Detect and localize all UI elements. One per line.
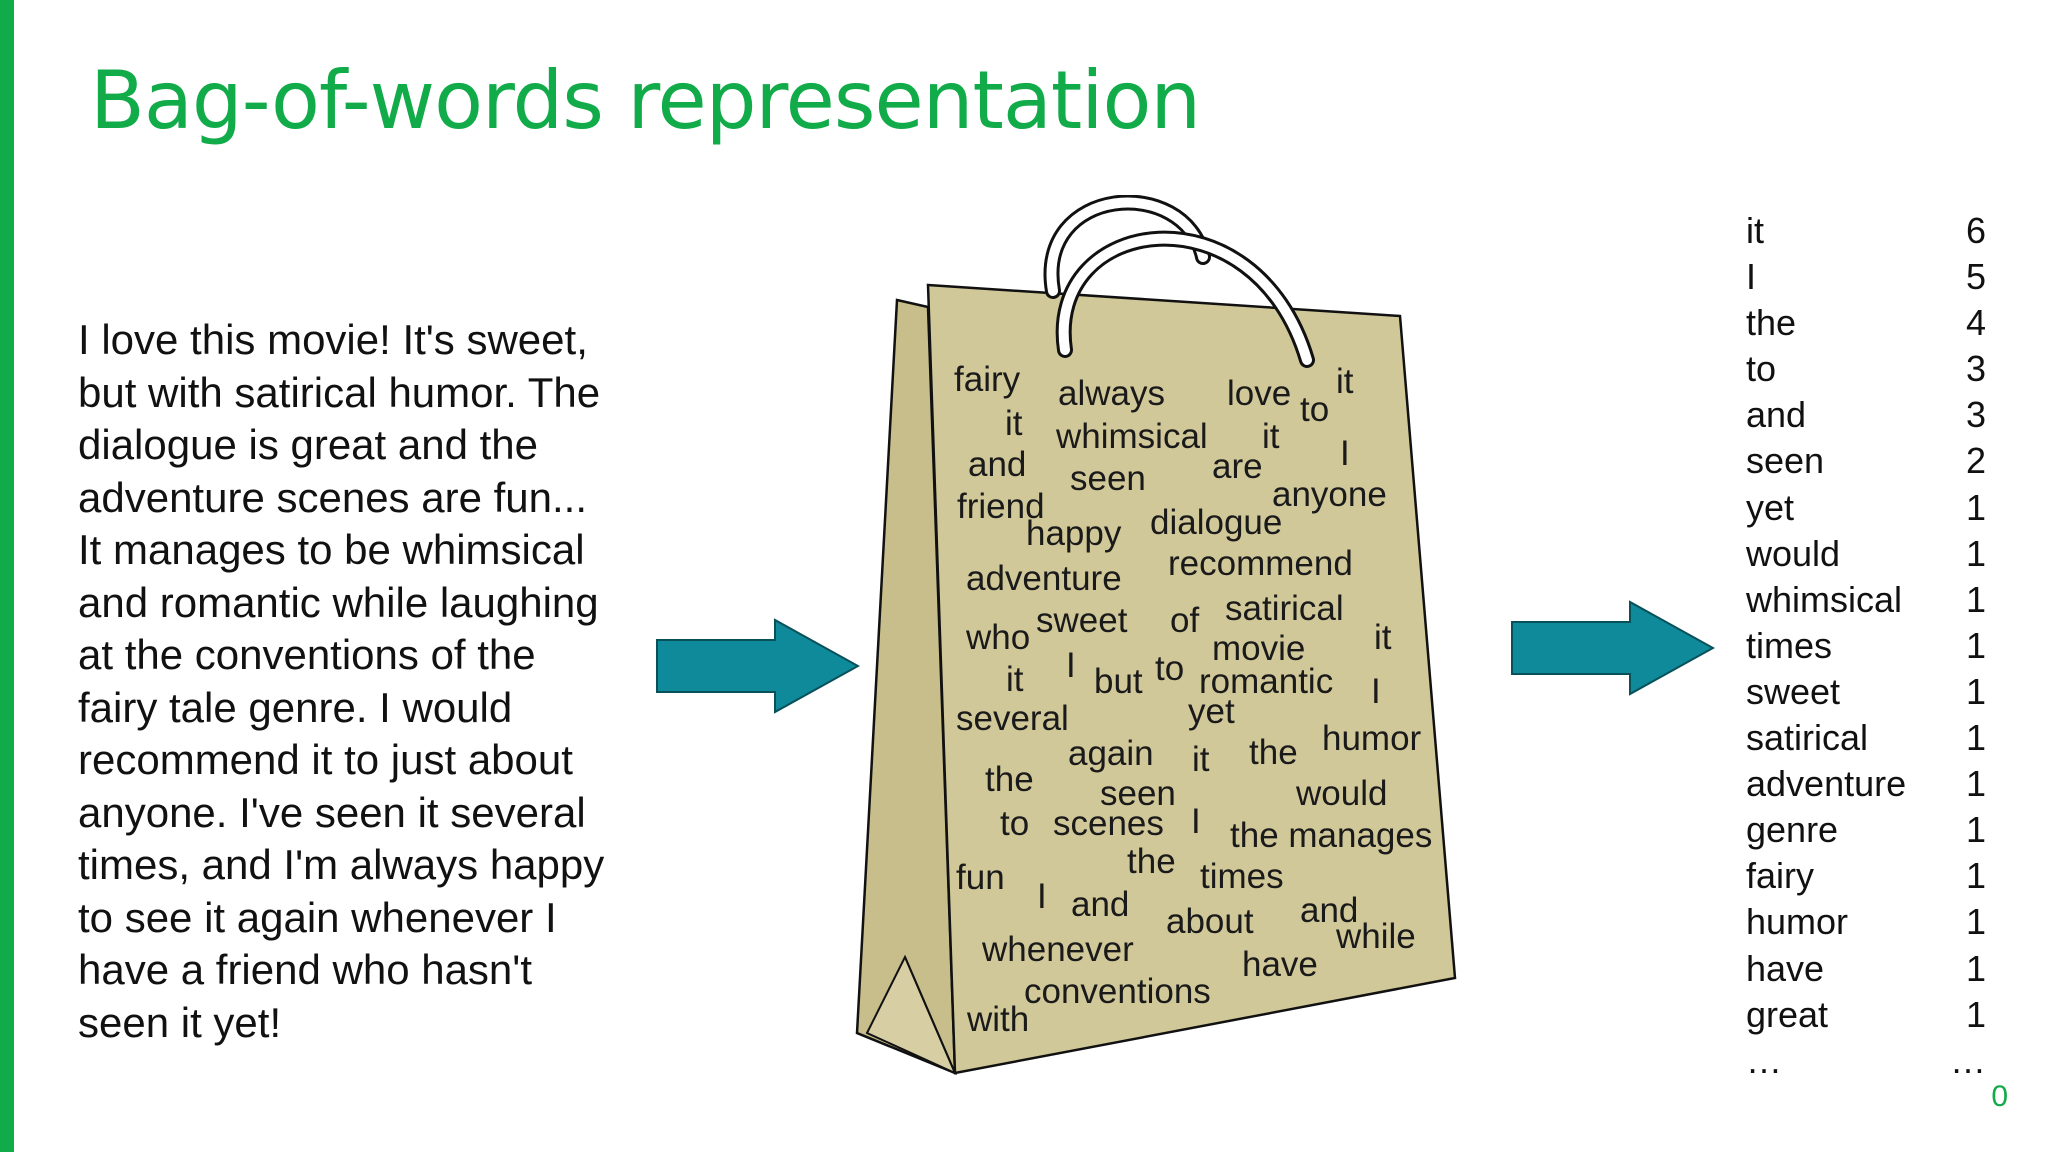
frequency-row: to 3 [1746,346,1986,392]
review-line: anyone. I've seen it several [78,788,586,836]
frequency-row: genre 1 [1746,807,1986,853]
frequency-count: 1 [1965,901,1986,943]
review-line: It manages to be whimsical [78,526,585,573]
accent-bar [0,0,14,1152]
frequency-row: times 1 [1746,623,1986,669]
frequency-word: adventure [1746,763,1907,805]
frequency-count: 2 [1965,440,1986,482]
frequency-word: it [1746,210,1764,251]
frequency-count: 1 [1965,486,1986,528]
frequency-word: humor [1746,901,1849,943]
frequency-word: sweet [1746,670,1841,712]
frequency-word: … [1746,1039,1782,1081]
frequency-count: 1 [1965,763,1986,805]
review-line: and romantic while laughing [78,578,599,626]
frequency-row: …… [1746,1038,1986,1084]
frequency-count: 6 [1965,210,1986,251]
frequency-row: fairy 1 [1746,853,1986,899]
frequency-word: yet [1746,486,1795,528]
review-line: but with satirical humor. The [78,368,601,416]
review-text: I love this movie! It's sweet, but with s… [78,314,658,1049]
frequency-row: satirical 1 [1746,715,1986,761]
frequency-row: have 1 [1746,946,1986,992]
review-line: to see it again whenever I [78,893,557,941]
slide-title: Bag-of-words representation [90,54,1201,147]
review-line: seen it yet! [78,998,282,1046]
frequency-count: 1 [1965,670,1986,712]
frequency-count: 1 [1965,993,1986,1035]
frequency-row: the 4 [1746,300,1986,346]
frequency-row: sweet 1 [1746,669,1986,715]
review-line: adventure scenes are fun... [78,473,587,521]
page-number: 0 [1991,1080,2008,1113]
frequency-row: adventure 1 [1746,761,1986,807]
frequency-count: 5 [1965,256,1986,298]
frequency-row: whimsical 1 [1746,577,1986,623]
frequency-count: 3 [1965,394,1986,436]
frequency-row: humor 1 [1746,899,1986,945]
frequency-word: have [1746,947,1825,989]
frequency-count: 1 [1965,855,1986,897]
frequency-count: 4 [1965,302,1986,344]
frequency-count: 1 [1965,532,1986,574]
review-line: at the conventions of the [78,631,536,678]
frequency-row: it 6 [1746,208,1986,254]
frequency-word: and [1746,394,1807,436]
shopping-bag-icon [855,195,1457,1075]
frequency-count: … [1950,1039,1986,1081]
frequency-row: great 1 [1746,992,1986,1038]
frequency-count: 1 [1965,717,1986,759]
frequency-word: whimsical [1746,578,1903,620]
frequency-word: seen [1746,440,1825,482]
review-line: I love this movie! It's sweet, [78,316,588,363]
frequency-count: 3 [1965,348,1986,390]
frequency-word: to [1746,348,1777,390]
frequency-row: and 3 [1746,392,1986,438]
frequency-count: 1 [1965,578,1986,620]
frequency-word: satirical [1746,717,1869,759]
frequency-word: the [1746,302,1797,344]
frequency-word: great [1746,993,1829,1035]
review-line: have a friend who hasn't [78,946,532,993]
review-line: fairy tale genre. I would [78,683,513,731]
frequency-count: 1 [1965,809,1986,851]
review-line: times, and I'm always happy [78,841,605,888]
frequency-word: would [1746,532,1841,574]
frequency-count: 1 [1965,624,1986,666]
review-line: dialogue is great and the [78,421,539,468]
right-arrow-icon [656,618,860,714]
frequency-count: 1 [1965,947,1986,989]
frequency-word: I [1746,256,1757,298]
frequency-word: times [1746,624,1833,666]
right-arrow-icon [1511,600,1715,696]
frequency-row: yet 1 [1746,485,1986,531]
frequency-word: fairy [1746,855,1815,897]
frequency-row: would 1 [1746,531,1986,577]
frequency-word: genre [1746,809,1839,851]
frequency-row: seen 2 [1746,438,1986,484]
review-line: recommend it to just about [78,736,573,783]
